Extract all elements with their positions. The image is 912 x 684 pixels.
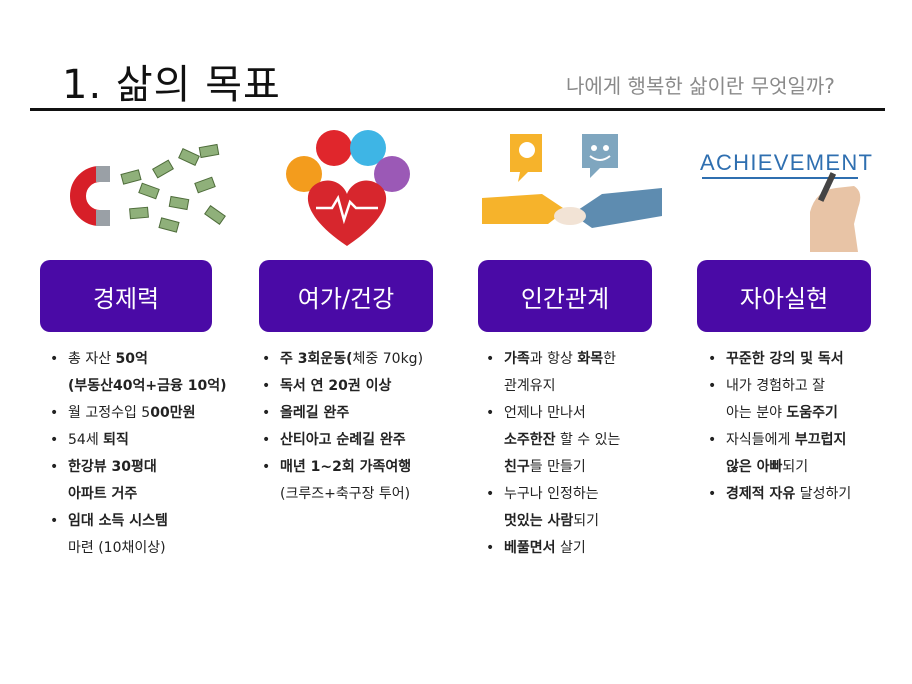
item-text: 되기 <box>573 513 600 529</box>
emphasis-text: 독서 연 20권 이상 <box>280 378 392 394</box>
emphasis-text: 올레길 완주 <box>280 405 350 421</box>
list-item: 내가 경험하고 잘 <box>706 373 851 400</box>
economy-list: 총 자산 50억(부동산40억+금융 10억)월 고정수입 500만원54세 퇴… <box>48 346 227 562</box>
item-text: 되기 <box>782 459 809 475</box>
emphasis-text: 매년 1~2회 가족여행 <box>280 459 412 475</box>
list-item: 산티아고 순례길 완주 <box>260 427 423 454</box>
item-text: 내가 경험하고 잘 <box>726 378 826 394</box>
item-text: (크루즈+축구장 투어) <box>280 486 411 502</box>
emphasis-text: 50억 <box>115 351 148 367</box>
list-item: 언제나 만나서 <box>484 400 620 427</box>
item-text: 살기 <box>555 540 586 556</box>
emphasis-text: 00만원 <box>150 405 196 421</box>
emphasis-text: (부동산40억+금융 10억) <box>68 378 227 394</box>
item-text: 들 만들기 <box>529 459 586 475</box>
list-item-continuation: 관계유지 <box>484 373 620 400</box>
emphasis-text: 아파트 거주 <box>68 486 138 502</box>
emphasis-text: 친구 <box>504 459 530 475</box>
list-item: 한강뷰 30평대 <box>48 454 227 481</box>
card-self-realization: 자아실현 <box>697 260 871 332</box>
item-text: 할 수 있는 <box>555 432 621 448</box>
list-item: 베풀면서 살기 <box>484 535 620 562</box>
handshake-image <box>482 128 662 252</box>
item-text: 한 <box>603 351 616 367</box>
list-item-continuation: 소주한잔 할 수 있는 <box>484 427 620 454</box>
page-subtitle: 나에게 행복한 삶이란 무엇일까? <box>566 74 835 98</box>
emphasis-text: 도움주기 <box>786 405 838 421</box>
card-economy: 경제력 <box>40 260 212 332</box>
title-divider <box>30 108 885 111</box>
leisure-health-list: 주 3회운동(체중 70kg) 독서 연 20권 이상올레길 완주산티아고 순례길… <box>260 346 423 508</box>
heart-health-image <box>282 128 412 252</box>
list-item: 54세 퇴직 <box>48 427 227 454</box>
list-item-continuation: 아는 분야 도움주기 <box>706 400 851 427</box>
item-text: 자식들에게 <box>726 432 795 448</box>
list-item-continuation: (부동산40억+금융 10억) <box>48 373 227 400</box>
card-leisure-health: 여가/건강 <box>259 260 433 332</box>
item-text: 언제나 만나서 <box>504 405 586 421</box>
emphasis-text: 부끄럽지 <box>794 432 847 448</box>
achievement-image: ACHIEVEMENT <box>698 128 874 252</box>
list-item: 누구나 인정하는 <box>484 481 620 508</box>
list-item-continuation: 멋있는 사람되기 <box>484 508 620 535</box>
list-item: 가족과 항상 화목한 <box>484 346 620 373</box>
emphasis-text: 멋있는 사람 <box>504 513 574 529</box>
emphasis-text: 화목 <box>577 351 604 367</box>
list-item-continuation: 않은 아빠되기 <box>706 454 851 481</box>
item-text: 과 항상 <box>529 351 578 367</box>
emphasis-text: 한강뷰 30평대 <box>68 459 157 475</box>
list-item: 경제적 자유 달성하기 <box>706 481 851 508</box>
list-item-continuation: (크루즈+축구장 투어) <box>260 481 423 508</box>
item-text: 달성하기 <box>795 486 852 502</box>
list-item: 독서 연 20권 이상 <box>260 373 423 400</box>
item-text: 누구나 인정하는 <box>504 486 599 502</box>
emphasis-text: 퇴직 <box>103 432 129 448</box>
item-text: 관계유지 <box>504 378 556 394</box>
list-item-continuation: 아파트 거주 <box>48 481 227 508</box>
list-item-continuation: 친구들 만들기 <box>484 454 620 481</box>
emphasis-text: 임대 소득 시스템 <box>68 513 168 529</box>
list-item: 올레길 완주 <box>260 400 423 427</box>
list-item: 월 고정수입 500만원 <box>48 400 227 427</box>
page-title: 1. 삶의 목표 <box>62 62 281 108</box>
emphasis-text: 베풀면서 <box>504 540 556 556</box>
list-item: 임대 소득 시스템 <box>48 508 227 535</box>
emphasis-text: 가족 <box>504 351 530 367</box>
item-text: 54세 <box>68 432 104 448</box>
list-item: 매년 1~2회 가족여행 <box>260 454 423 481</box>
item-text: 아는 분야 <box>726 405 787 421</box>
item-text: 마련 (10채이상) <box>68 540 166 556</box>
list-item: 주 3회운동(체중 70kg) <box>260 346 423 373</box>
emphasis-text: 산티아고 순례길 완주 <box>280 432 406 448</box>
list-item: 자식들에게 부끄럽지 <box>706 427 851 454</box>
emphasis-text: 소주한잔 <box>504 432 556 448</box>
achievement-caption: ACHIEVEMENT <box>700 150 872 175</box>
emphasis-text: 꾸준한 강의 및 독서 <box>726 351 844 367</box>
emphasis-text: 주 3회운동( <box>280 351 353 367</box>
list-item: 총 자산 50억 <box>48 346 227 373</box>
item-text: 체중 70kg) <box>352 351 424 367</box>
emphasis-text: 않은 아빠 <box>726 459 783 475</box>
emphasis-text: 경제적 자유 <box>726 486 796 502</box>
item-text: 월 고정수입 5 <box>68 405 151 421</box>
list-item: 꾸준한 강의 및 독서 <box>706 346 851 373</box>
money-magnet-image <box>30 128 230 252</box>
self-realization-list: 꾸준한 강의 및 독서내가 경험하고 잘아는 분야 도움주기자식들에게 부끄럽지… <box>706 346 851 508</box>
list-item-continuation: 마련 (10채이상) <box>48 535 227 562</box>
item-text: 총 자산 <box>68 351 116 367</box>
card-relationships: 인간관계 <box>478 260 652 332</box>
